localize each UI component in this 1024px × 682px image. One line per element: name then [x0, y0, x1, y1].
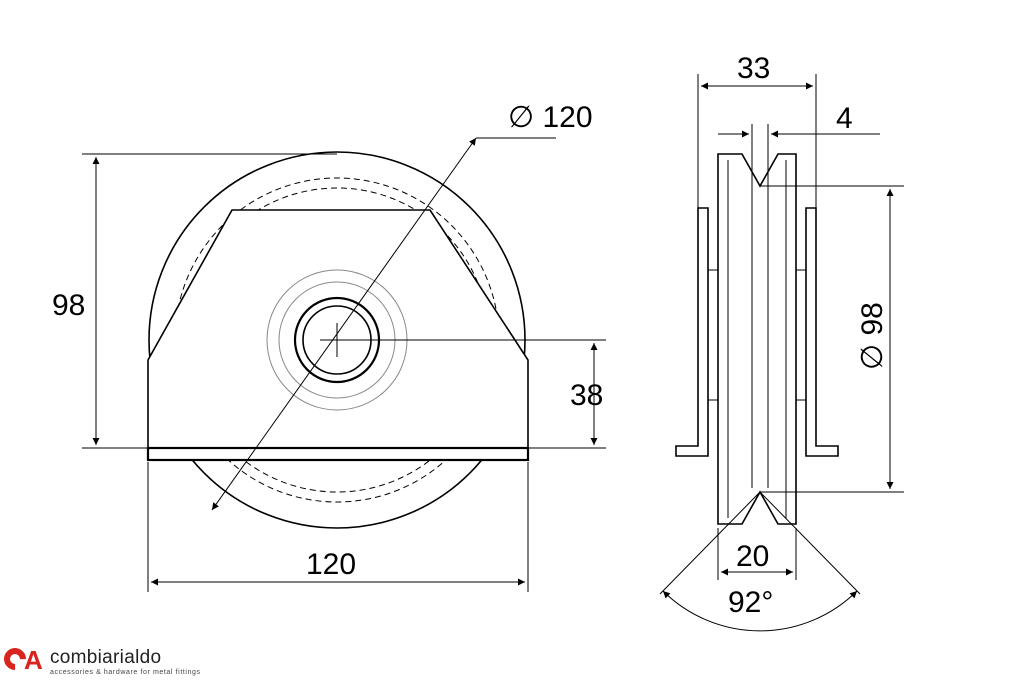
ca-logo-icon: A: [0, 643, 48, 678]
diameter-leader: [211, 137, 477, 511]
side-groove-top-label: 4: [836, 102, 853, 135]
base-plate: [146, 446, 530, 462]
side-view: 33 4 ∅ 98 20 92°: [659, 52, 904, 632]
brand-tagline: accessories & hardware for metal fitting…: [50, 669, 201, 676]
front-view: ∅ 120 98 38 120: [52, 101, 606, 592]
side-width-label: 33: [737, 52, 770, 85]
side-diameter-label: ∅ 98: [856, 302, 889, 370]
wheel-profile: [717, 153, 797, 525]
left-bracket: [675, 207, 709, 457]
front-width-label: 120: [306, 548, 356, 581]
angle-arc: [662, 590, 858, 632]
front-diameter-label: ∅ 120: [508, 101, 593, 134]
front-axis-height-label: 38: [570, 379, 603, 412]
front-height-label: 98: [52, 289, 85, 322]
side-groove-bottom-label: 20: [736, 540, 769, 573]
brand-name: combiarialdo: [50, 647, 162, 668]
brand-logo: A combiarialdo accessories & hardware fo…: [0, 643, 201, 680]
right-bracket: [805, 207, 839, 457]
bracket-plate: [147, 209, 529, 449]
side-angle-label: 92°: [728, 586, 773, 619]
